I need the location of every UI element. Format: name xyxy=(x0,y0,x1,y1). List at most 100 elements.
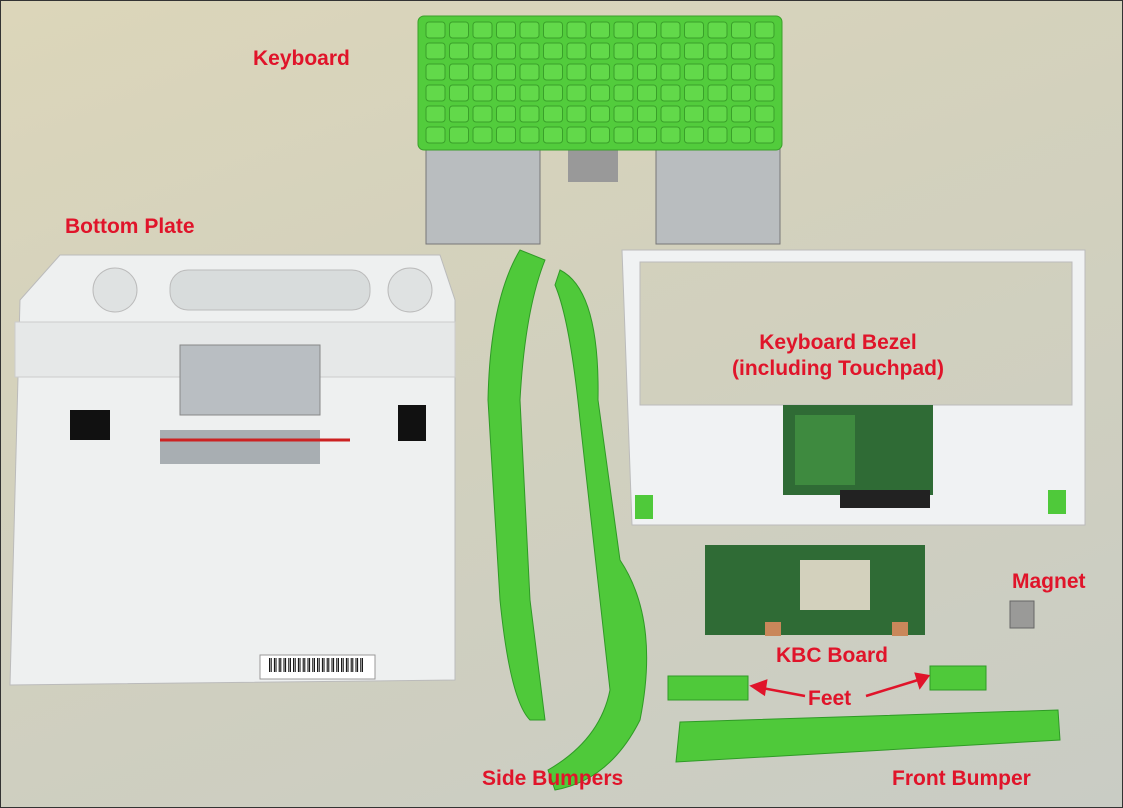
key xyxy=(566,105,587,123)
key xyxy=(425,84,446,102)
label-keyboard-bezel-line1: Keyboard Bezel xyxy=(759,331,917,354)
key xyxy=(496,42,516,60)
key xyxy=(590,84,610,102)
key xyxy=(472,63,493,81)
kbc-board-part xyxy=(705,545,925,636)
key xyxy=(754,21,775,39)
key xyxy=(754,105,775,123)
key xyxy=(613,105,634,123)
key xyxy=(707,105,728,123)
keyboard-part xyxy=(417,15,783,245)
key xyxy=(731,126,751,144)
key xyxy=(590,105,610,123)
key xyxy=(449,42,469,60)
key xyxy=(496,84,516,102)
key xyxy=(566,21,587,39)
key xyxy=(637,84,657,102)
key xyxy=(731,105,751,123)
feet-arrows xyxy=(749,672,931,698)
key xyxy=(543,105,563,123)
key xyxy=(660,42,681,60)
label-front-bumper: Front Bumper xyxy=(892,767,1031,790)
key xyxy=(613,21,634,39)
feet-part xyxy=(667,665,987,701)
key xyxy=(566,63,587,81)
key xyxy=(731,84,751,102)
keyboard-keys xyxy=(425,21,775,144)
key xyxy=(519,63,540,81)
key xyxy=(425,21,446,39)
key xyxy=(731,42,751,60)
key xyxy=(425,42,446,60)
key xyxy=(613,63,634,81)
key xyxy=(519,84,540,102)
key xyxy=(425,126,446,144)
key xyxy=(637,63,657,81)
key xyxy=(637,42,657,60)
key xyxy=(449,63,469,81)
key xyxy=(519,126,540,144)
key xyxy=(566,84,587,102)
key xyxy=(519,21,540,39)
key xyxy=(754,126,775,144)
key xyxy=(472,21,493,39)
key xyxy=(660,21,681,39)
key xyxy=(496,63,516,81)
key xyxy=(707,126,728,144)
key xyxy=(590,42,610,60)
key xyxy=(543,63,563,81)
key xyxy=(496,126,516,144)
key xyxy=(707,21,728,39)
key xyxy=(637,105,657,123)
key xyxy=(566,42,587,60)
key xyxy=(449,105,469,123)
label-kbc-board: KBC Board xyxy=(776,644,889,667)
key xyxy=(590,63,610,81)
key xyxy=(449,21,469,39)
bottom-plate-part xyxy=(9,254,456,686)
key xyxy=(519,105,540,123)
key xyxy=(543,126,563,144)
key xyxy=(472,42,493,60)
key xyxy=(660,63,681,81)
key xyxy=(425,63,446,81)
key xyxy=(566,126,587,144)
key xyxy=(543,21,563,39)
label-keyboard-bezel: Keyboard Bezel (including Touchpad) xyxy=(718,330,958,382)
key xyxy=(660,84,681,102)
key xyxy=(590,21,610,39)
label-bottom-plate: Bottom Plate xyxy=(65,215,195,238)
key xyxy=(731,63,751,81)
key xyxy=(496,21,516,39)
key xyxy=(519,42,540,60)
key xyxy=(543,42,563,60)
key xyxy=(660,105,681,123)
key xyxy=(472,105,493,123)
key xyxy=(472,126,493,144)
key xyxy=(684,84,704,102)
key xyxy=(707,63,728,81)
label-magnet: Magnet xyxy=(1012,570,1086,593)
front-bumper-part xyxy=(675,709,1061,763)
label-keyboard: Keyboard xyxy=(253,47,350,70)
key xyxy=(684,63,704,81)
key xyxy=(472,84,493,102)
magnet-part xyxy=(1009,600,1035,629)
key xyxy=(754,63,775,81)
key xyxy=(613,126,634,144)
key xyxy=(637,126,657,144)
side-bumpers-part xyxy=(487,249,648,791)
label-feet: Feet xyxy=(808,687,852,710)
key xyxy=(684,126,704,144)
key xyxy=(707,42,728,60)
label-keyboard-bezel-line2: (including Touchpad) xyxy=(732,357,944,380)
key xyxy=(684,105,704,123)
key xyxy=(425,105,446,123)
key xyxy=(684,21,704,39)
keyboard-bezel-part xyxy=(621,249,1086,526)
key xyxy=(449,126,469,144)
key xyxy=(731,21,751,39)
key xyxy=(543,84,563,102)
key xyxy=(684,42,704,60)
label-side-bumpers: Side Bumpers xyxy=(482,767,624,790)
